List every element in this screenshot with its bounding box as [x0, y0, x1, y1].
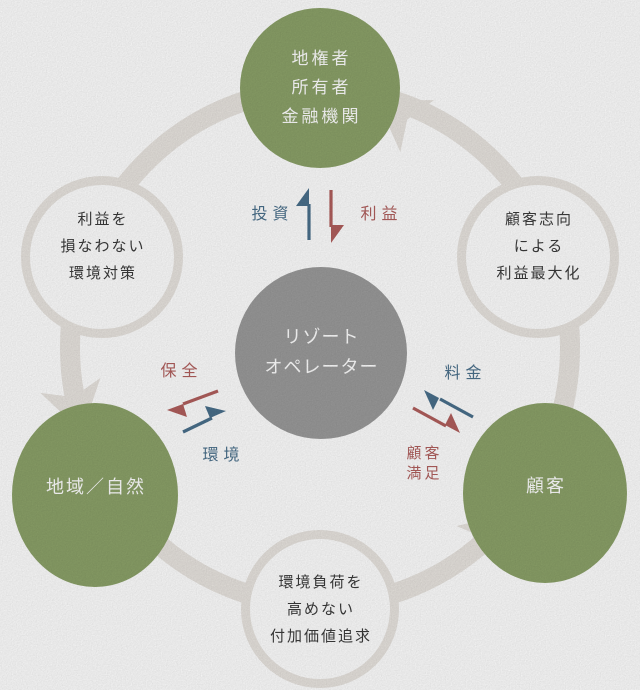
conservation-arrowhead: [167, 404, 187, 417]
node-stakeholders-line: 所有者: [291, 77, 352, 98]
investment-arrowhead: [296, 188, 309, 206]
node-env-measures-line: 損なわない: [60, 236, 146, 255]
node-resort-operator-line: オペレーター: [264, 357, 379, 378]
satisfaction-arrowhead: [445, 413, 460, 433]
label-fee: 料金: [444, 363, 487, 382]
node-value-pursuit-line: 付加価値追求: [269, 626, 372, 645]
node-value-pursuit: 環境負荷を 高めない 付加価値追求: [241, 530, 399, 688]
node-env-measures-line: 環境対策: [68, 263, 137, 282]
node-region-nature: 地域／自然: [12, 403, 178, 587]
node-profit-max: 顧客志向 による 利益最大化: [457, 176, 619, 338]
label-customer-satisfaction-line: 顧客: [406, 444, 443, 462]
node-resort-operator: リゾート オペレーター: [235, 267, 407, 439]
node-stakeholders-line: 金融機関: [281, 106, 362, 127]
node-region-nature-label: 地域／自然: [46, 477, 146, 498]
node-profit-max-line: 利益最大化: [496, 263, 582, 282]
profit-arrowhead: [331, 225, 344, 243]
conservation-arrow-shaft: [182, 389, 219, 406]
node-value-pursuit-line: 高めない: [286, 599, 355, 618]
node-profit-max-line: 顧客志向: [504, 209, 573, 228]
node-stakeholders: 地権者 所有者 金融機関: [240, 8, 400, 168]
satisfaction-arrow-shaft: [412, 406, 447, 428]
label-environment: 環境: [202, 445, 245, 464]
node-profit-max-line: による: [513, 236, 565, 255]
label-customer-satisfaction: 顧客 満足: [403, 443, 442, 483]
environment-arrow-shaft: [182, 416, 213, 434]
fee-arrow-shaft: [439, 397, 474, 419]
label-customer-satisfaction-line: 満足: [406, 464, 443, 482]
environment-arrowhead: [205, 406, 226, 418]
node-env-measures: 利益を 損なわない 環境対策: [21, 176, 183, 338]
label-profit: 利益: [360, 204, 403, 223]
fee-arrowhead: [424, 390, 439, 410]
node-customer: 顧客: [463, 403, 627, 583]
node-env-measures-line: 利益を: [77, 209, 129, 228]
label-investment: 投資: [251, 204, 294, 223]
node-stakeholders-line: 地権者: [291, 48, 352, 69]
label-conservation: 保全: [160, 361, 203, 380]
node-resort-operator-line: リゾート: [283, 327, 360, 348]
node-customer-label: 顧客: [526, 476, 566, 497]
node-value-pursuit-line: 環境負荷を: [278, 572, 364, 591]
